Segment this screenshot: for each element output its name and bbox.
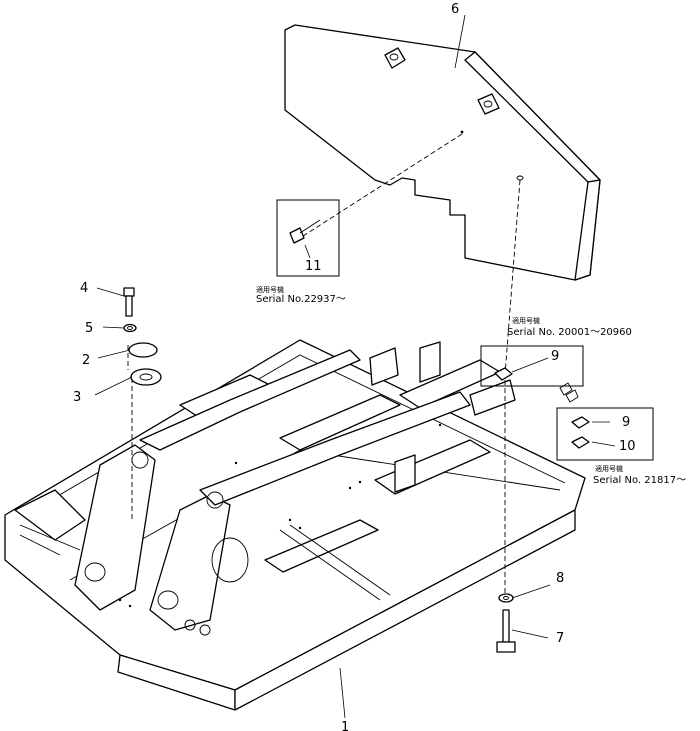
detail-box-9-a [480, 345, 584, 387]
applicability-label-a: 適用号機 [256, 285, 284, 294]
counterweight [284, 24, 601, 281]
spring-part [559, 382, 579, 403]
bolt-7 [496, 609, 516, 653]
callout-11: 11 [305, 259, 322, 274]
callout-10: 10 [619, 439, 636, 454]
callout-9-b: 9 [622, 415, 630, 430]
applicability-label-c: 適用号機 [595, 464, 623, 473]
serial-note-b: Serial No. 20001～20960 [507, 327, 632, 338]
callout-5: 5 [85, 321, 93, 336]
callout-4: 4 [80, 281, 88, 296]
callout-3: 3 [73, 390, 81, 405]
shims-box-b [571, 416, 590, 449]
washer-8 [498, 593, 514, 603]
detail-box-9-10 [556, 407, 654, 461]
callout-2: 2 [82, 353, 90, 368]
leader-lines [94, 14, 616, 719]
serial-note-c: Serial No. 21817～ [593, 475, 686, 486]
callout-9-a: 9 [551, 349, 559, 364]
revolving-frame [4, 339, 586, 711]
callout-6: 6 [451, 2, 459, 17]
shim-9-box-a [494, 367, 513, 381]
applicability-label-b: 適用号機 [512, 316, 540, 325]
washer-5 [123, 323, 137, 333]
gasket-3 [130, 368, 162, 386]
detail-box-11 [276, 199, 340, 277]
bolt-4 [123, 287, 135, 317]
callout-7: 7 [556, 631, 564, 646]
bolt-11 [289, 219, 321, 244]
plate-2 [128, 342, 158, 358]
callout-8: 8 [556, 571, 564, 586]
assembly-lines [127, 133, 521, 600]
callout-1: 1 [341, 720, 349, 731]
serial-note-a: Serial No.22937～ [256, 294, 346, 305]
